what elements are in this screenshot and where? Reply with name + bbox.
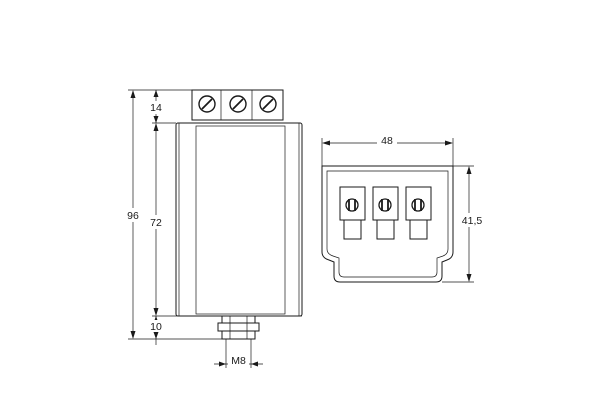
dim-label-terminal-height: 14 — [150, 102, 162, 114]
dimension-depth: 41,5 — [458, 166, 486, 282]
dim-label-thread: M8 — [231, 355, 246, 367]
dim-label-body-height: 72 — [150, 217, 162, 229]
dim-label-depth: 41,5 — [462, 215, 483, 227]
front-screw-3 — [259, 95, 277, 113]
dim-label-total-height: 96 — [127, 210, 139, 222]
front-body — [175, 122, 303, 317]
dimension-terminal-height: 14 — [149, 90, 163, 123]
end-terminal-2 — [372, 186, 399, 240]
dimension-bottom-height: 10 — [148, 316, 164, 345]
front-terminal-block — [191, 89, 284, 121]
end-view: 48 41,5 — [321, 134, 486, 283]
front-screw-2 — [229, 95, 247, 113]
front-view: 96 14 72 10 — [126, 89, 303, 368]
dimension-thread: M8 — [214, 339, 263, 368]
dim-label-width: 48 — [381, 135, 393, 147]
dimension-width: 48 — [322, 134, 453, 147]
dimension-total-height: 96 — [126, 90, 140, 339]
front-screw-1 — [198, 95, 216, 113]
end-terminal-1 — [339, 186, 366, 240]
dimension-body-height: 72 — [148, 123, 164, 316]
front-m8-stud — [217, 315, 260, 340]
dim-label-bottom-height: 10 — [150, 321, 162, 333]
end-terminal-3 — [405, 186, 432, 240]
